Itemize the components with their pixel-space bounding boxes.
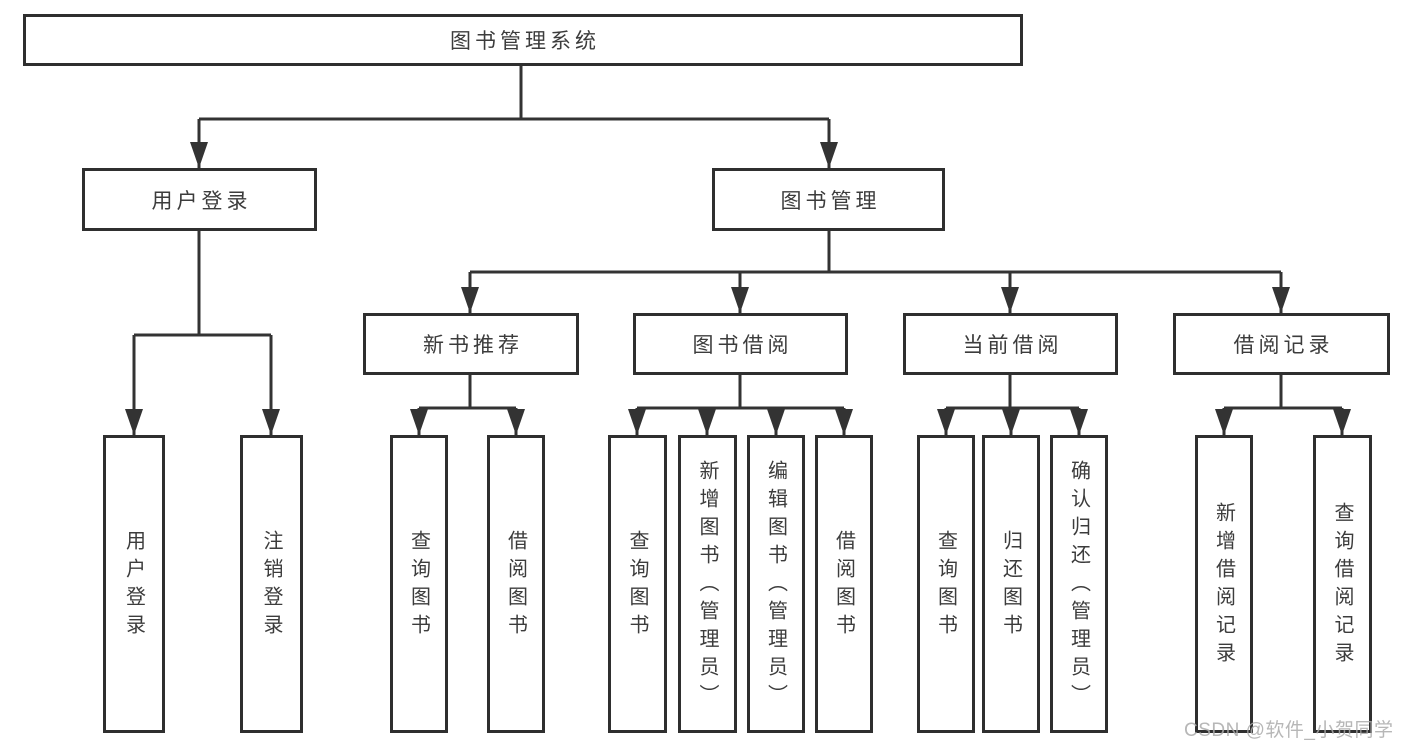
leaf-record-query-record: 查询借阅记录 <box>1313 435 1372 733</box>
node-user-login: 用户登录 <box>82 168 317 231</box>
leaf-borrow-add-books-admin: 新增图书（管理员） <box>678 435 737 733</box>
node-root: 图书管理系统 <box>23 14 1023 66</box>
leaf-logout: 注销登录 <box>240 435 303 733</box>
leaf-newbook-borrow-books: 借阅图书 <box>487 435 545 733</box>
node-current-borrow: 当前借阅 <box>903 313 1118 375</box>
node-borrow-records: 借阅记录 <box>1173 313 1390 375</box>
leaf-current-query-books: 查询图书 <box>917 435 975 733</box>
leaf-current-confirm-return-admin: 确认归还（管理员） <box>1050 435 1108 733</box>
leaf-current-return-books: 归还图书 <box>982 435 1040 733</box>
leaf-newbook-query-books: 查询图书 <box>390 435 448 733</box>
leaf-user-login: 用户登录 <box>103 435 165 733</box>
leaf-borrow-query-books: 查询图书 <box>608 435 667 733</box>
leaf-record-add-record: 新增借阅记录 <box>1195 435 1253 733</box>
node-new-book-recommend: 新书推荐 <box>363 313 579 375</box>
leaf-borrow-edit-books-admin: 编辑图书（管理员） <box>747 435 805 733</box>
csdn-watermark: CSDN @软件_小贺同学 <box>1184 720 1394 741</box>
node-book-borrow: 图书借阅 <box>633 313 848 375</box>
leaf-borrow-borrow-books: 借阅图书 <box>815 435 873 733</box>
node-book-management: 图书管理 <box>712 168 945 231</box>
